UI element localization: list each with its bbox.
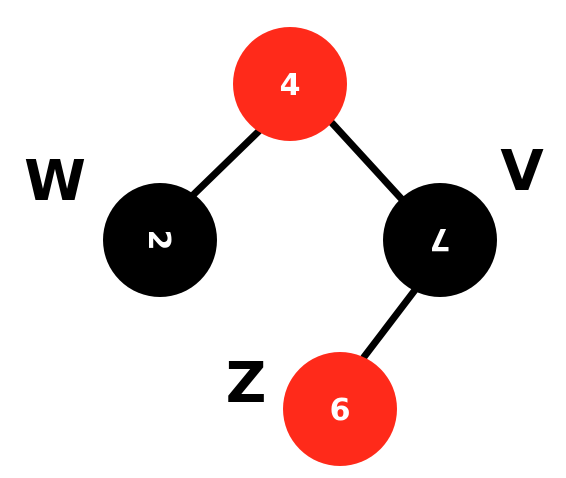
node-4: 4 bbox=[233, 27, 347, 141]
node-2: 2 bbox=[103, 183, 217, 297]
node-2-circle bbox=[103, 183, 217, 297]
node-6-circle bbox=[283, 352, 397, 466]
edge-4-to-7 bbox=[328, 119, 412, 210]
node-2-label: 2 bbox=[141, 230, 176, 251]
node-7-label: 7 bbox=[430, 221, 451, 256]
node-4-label: 4 bbox=[280, 68, 301, 103]
tag-w: W bbox=[24, 149, 86, 214]
edge-4-to-2 bbox=[186, 126, 264, 202]
tree-nodes: 4 2 7 6 bbox=[103, 27, 497, 466]
node-6-label: 6 bbox=[330, 393, 351, 428]
edge-7-to-6 bbox=[360, 286, 419, 361]
node-4-circle bbox=[233, 27, 347, 141]
node-7-circle bbox=[383, 183, 497, 297]
node-6: 6 bbox=[283, 352, 397, 466]
node-tags: W V Z bbox=[24, 139, 544, 416]
tree-edges bbox=[186, 119, 419, 361]
tag-z: Z bbox=[226, 351, 267, 416]
tag-v: V bbox=[500, 139, 544, 204]
node-7: 7 bbox=[383, 183, 497, 297]
